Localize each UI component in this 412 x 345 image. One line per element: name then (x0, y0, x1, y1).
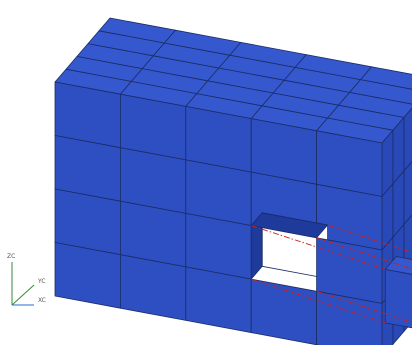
front-face-cell (316, 290, 383, 345)
extracted-top-face (384, 256, 412, 275)
guide-line (251, 278, 386, 324)
extracted-front-face (384, 268, 412, 329)
main-cube-block (54, 17, 412, 345)
coordinate-triad: ZC YC XC (7, 253, 46, 306)
y-axis-line (11, 284, 35, 306)
x-axis-label: XC (38, 297, 46, 304)
extracted-cube (384, 256, 412, 329)
side-face-cell (403, 160, 412, 225)
side-face-cell (403, 107, 412, 172)
extraction-guide-lines (251, 224, 412, 324)
guide-line (316, 290, 412, 323)
guide-line (251, 225, 386, 270)
y-axis-label: YC (37, 278, 46, 285)
top-face-cell (349, 79, 412, 105)
top-face-cell (338, 92, 412, 118)
guide-line (316, 237, 412, 270)
top-face-cell (360, 66, 412, 90)
front-face-cell (250, 278, 318, 345)
guide-line (327, 224, 412, 254)
z-axis-label: ZC (7, 253, 15, 260)
